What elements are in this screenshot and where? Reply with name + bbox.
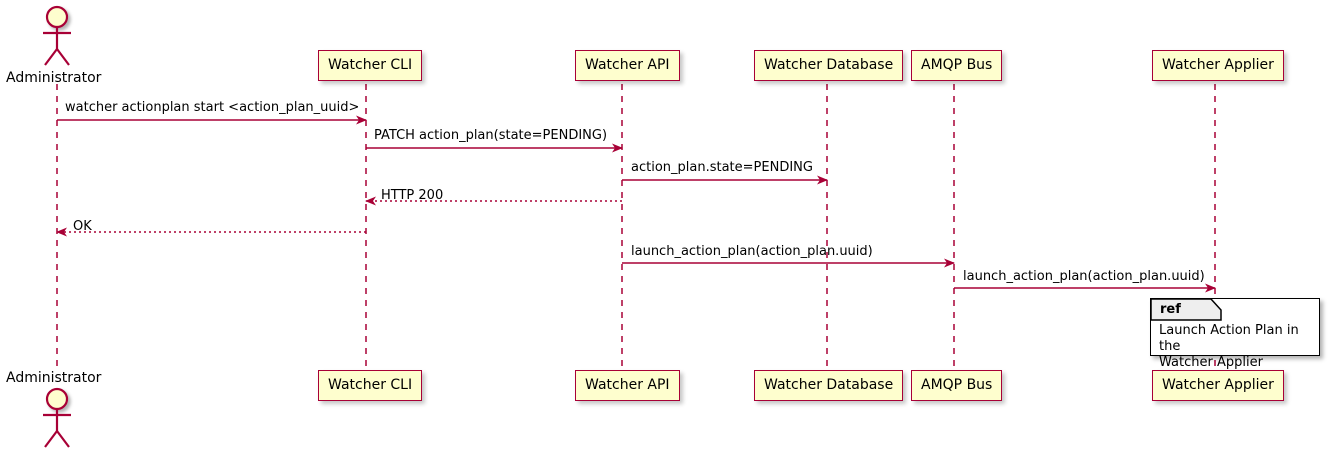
message-label-6: launch_action_plan(action_plan.uuid) [631, 244, 873, 259]
participant-box-watcher-cli-top[interactable]: Watcher CLI [318, 50, 423, 81]
participant-box-watcher-database-top[interactable]: Watcher Database [754, 50, 904, 81]
actor-label-administrator-top: Administrator [6, 70, 102, 86]
participant-box-watcher-api-bottom[interactable]: Watcher API [575, 370, 680, 401]
participant-box-watcher-api-top[interactable]: Watcher API [575, 50, 680, 81]
message-label-4: HTTP 200 [381, 188, 444, 203]
actor-glyph-administrator-bottom [43, 387, 71, 448]
participant-box-amqp-bus-bottom[interactable]: AMQP Bus [911, 370, 1003, 401]
participant-box-amqp-bus-top[interactable]: AMQP Bus [911, 50, 1003, 81]
message-label-3: action_plan.state=PENDING [631, 160, 813, 175]
actor-label-administrator-bottom: Administrator [6, 370, 102, 386]
participant-box-watcher-applier-bottom[interactable]: Watcher Applier [1152, 370, 1284, 401]
message-label-5: OK [73, 219, 92, 234]
message-label-2: PATCH action_plan(state=PENDING) [374, 128, 608, 143]
message-label-1: watcher actionplan start <action_plan_uu… [65, 100, 360, 115]
actor-glyph-administrator-top [43, 5, 71, 66]
ref-fragment[interactable]: ref Launch Action Plan in the Watcher Ap… [1150, 298, 1320, 370]
participant-box-watcher-applier-top[interactable]: Watcher Applier [1152, 50, 1284, 81]
participant-box-watcher-database-bottom[interactable]: Watcher Database [754, 370, 904, 401]
ref-tab-shape [1151, 299, 1222, 321]
participant-box-watcher-cli-bottom[interactable]: Watcher CLI [318, 370, 423, 401]
ref-fragment-body: Launch Action Plan in the Watcher Applie… [1159, 323, 1299, 370]
message-label-7: launch_action_plan(action_plan.uuid) [963, 269, 1205, 284]
ref-tab-label: ref [1160, 302, 1181, 317]
